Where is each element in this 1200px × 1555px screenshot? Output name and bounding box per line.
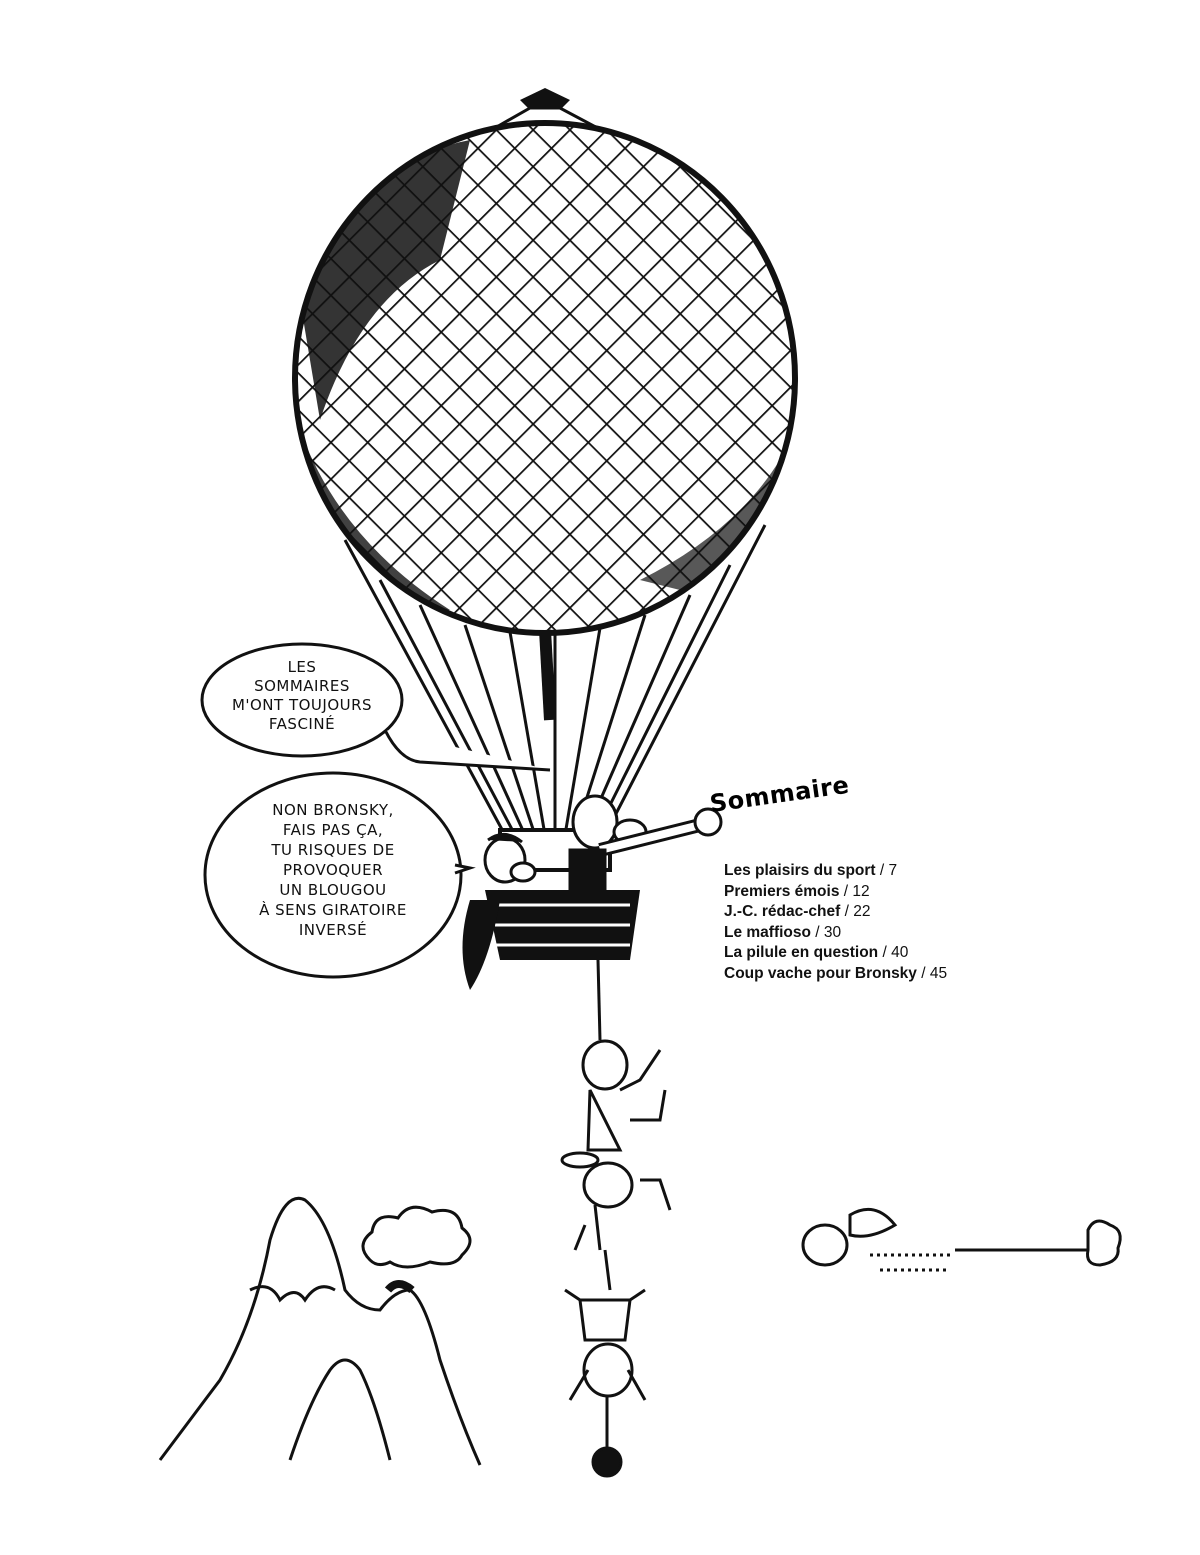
speech-bubble-2 <box>203 771 476 979</box>
bubble-line: INVERSÉ <box>298 921 368 939</box>
toc-item-page: / 30 <box>815 923 842 941</box>
toc-item-page: / 7 <box>879 862 898 879</box>
toc-item[interactable]: Premiers émois / 12 <box>724 882 947 903</box>
character-friend <box>483 833 537 884</box>
bubble-line: M'ONT TOUJOURS <box>231 696 373 714</box>
toc-item-page: / 22 <box>844 903 871 920</box>
toc-item-title: Les plaisirs du sport <box>724 862 876 879</box>
hanging-characters <box>560 959 672 1478</box>
speech-bubble-1 <box>200 642 551 772</box>
toc-item-title: Premiers émois <box>724 882 840 900</box>
character-bronsky <box>568 794 723 892</box>
toc-item-title: Coup vache pour Bronsky <box>724 964 917 982</box>
table-of-contents: Les plaisirs du sport / 7 Premiers émois… <box>724 861 947 984</box>
toc-item-page: / 45 <box>921 964 948 982</box>
speech-bubble-2-text: NON BRONSKY, FAIS PAS ÇA, TU RISQUES DE … <box>233 800 433 940</box>
flying-creature <box>801 1207 1122 1272</box>
bubble-line: PROVOQUER <box>282 861 383 879</box>
toc-item-page: / 40 <box>882 944 909 961</box>
toc-item[interactable]: Le maffioso / 30 <box>724 923 947 944</box>
bubble-line: NON BRONSKY, <box>272 801 394 819</box>
toc-item[interactable]: La pilule en question / 40 <box>724 943 947 964</box>
toc-item[interactable]: Les plaisirs du sport / 7 <box>724 861 947 882</box>
bubble-line: TU RISQUES DE <box>271 841 395 859</box>
toc-item-title: J.-C. rédac-chef <box>724 903 841 920</box>
cloud <box>361 1205 472 1269</box>
bubble-line: UN BLOUGOU <box>279 881 387 899</box>
toc-item-title: La pilule en question <box>724 944 879 961</box>
bubble-line: FAIS PAS ÇA, <box>282 821 384 839</box>
toc-item[interactable]: Coup vache pour Bronsky / 45 <box>724 964 947 985</box>
balloon-envelope <box>292 120 798 636</box>
toc-item-page: / 12 <box>843 882 870 900</box>
toc-item[interactable]: J.-C. rédac-chef / 22 <box>724 902 947 923</box>
toc-item-title: Le maffioso <box>724 923 811 941</box>
bubble-line: À SENS GIRATOIRE <box>259 901 407 919</box>
bubble-line: LES <box>287 658 317 676</box>
speech-bubble-1-text: LES SOMMAIRES M'ONT TOUJOURS FASCINÉ <box>222 658 382 734</box>
bubble-line: FASCINÉ <box>268 715 336 733</box>
balloon-ropes <box>343 524 767 836</box>
bubble-line: SOMMAIRES <box>254 677 350 695</box>
mountains <box>158 1197 482 1466</box>
